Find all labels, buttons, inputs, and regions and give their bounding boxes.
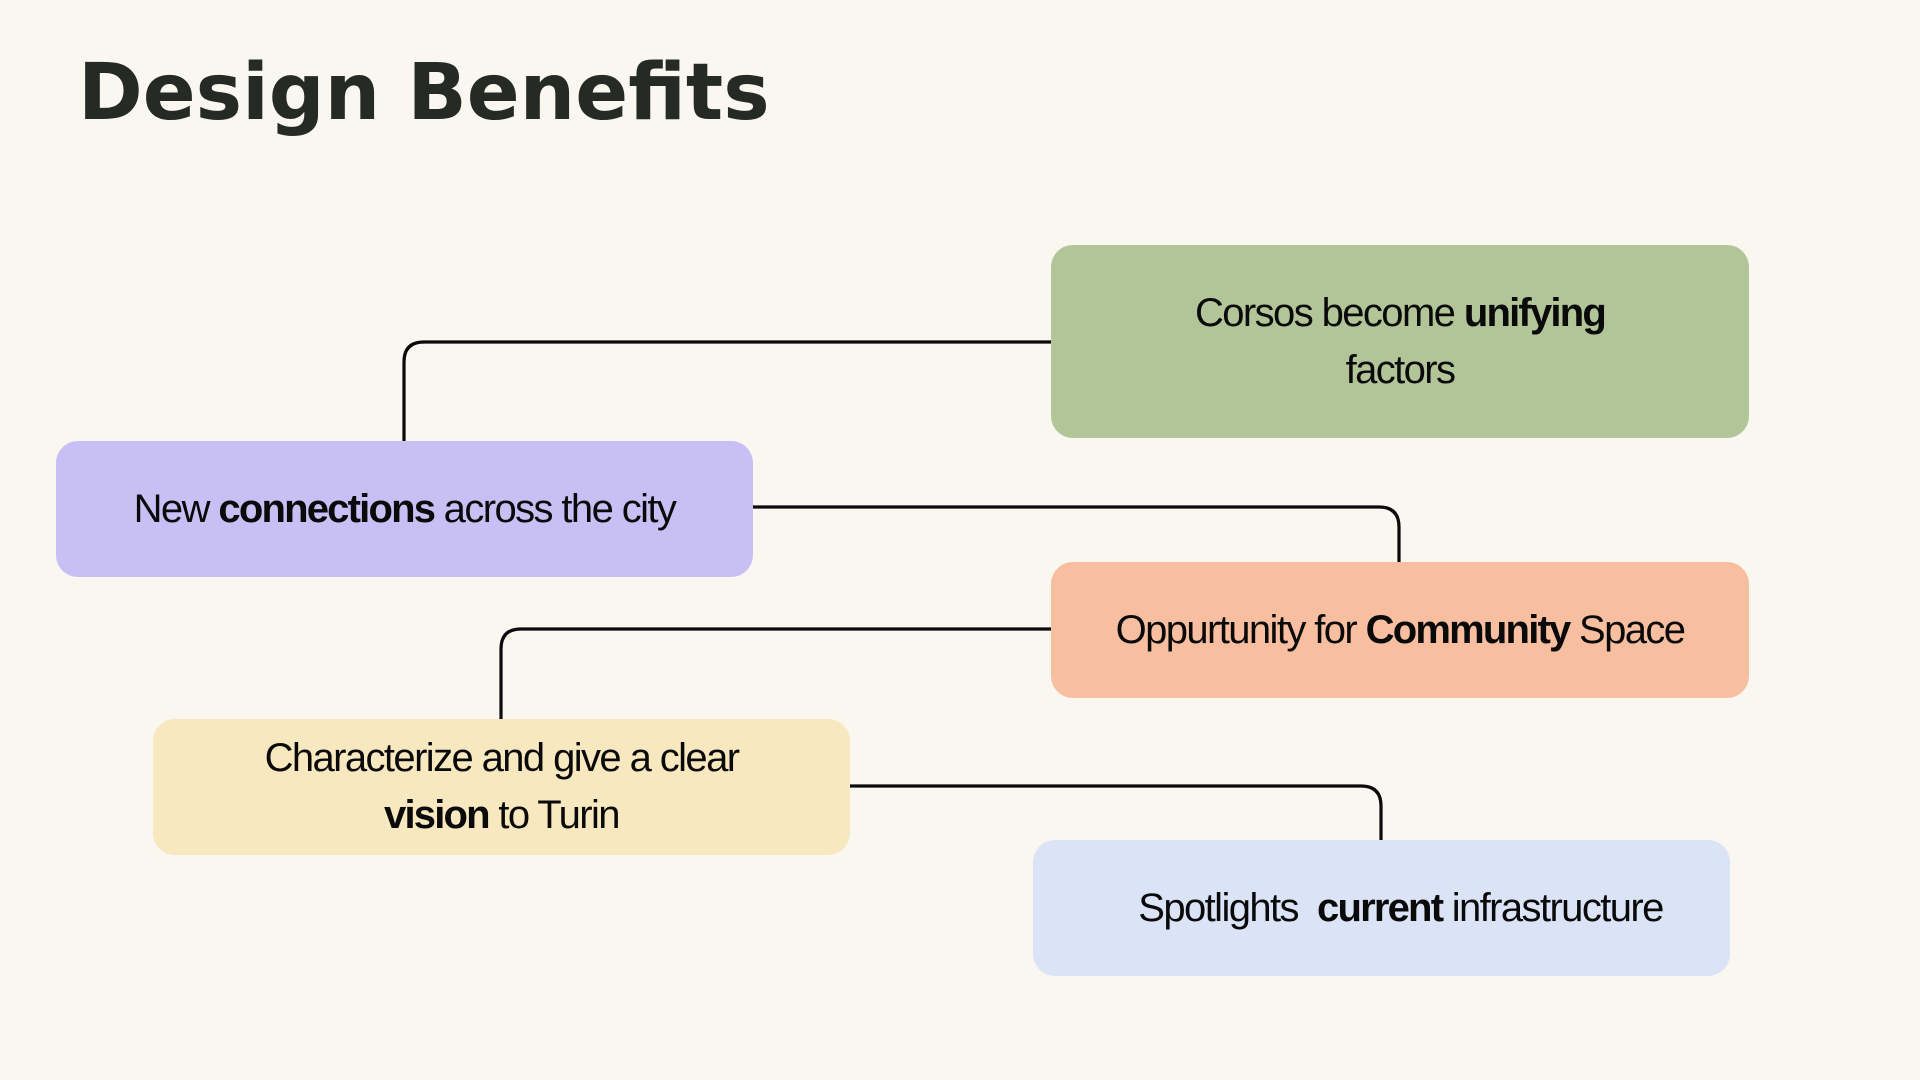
connector-vision-to-infrastructure [850,784,1383,840]
connector-connections-to-community [753,505,1401,562]
benefit-text-infrastructure: Spotlights current infrastructure [1100,823,1665,994]
connector-connections-to-unifying [402,340,1051,441]
text-regular: Oppurtunity for [1115,607,1366,652]
text-regular: factors [1345,347,1456,392]
text-regular: Spotlights [1138,885,1317,930]
benefit-box-infrastructure: Spotlights current infrastructure [1033,840,1730,976]
text-regular: New [133,486,219,531]
text-regular: across the city [434,486,677,531]
benefit-text-vision: Characterize and give a clear vision to … [264,730,740,844]
text-regular: Characterize and give a clear [264,736,740,780]
text-regular: infrastructure [1442,885,1665,930]
text-bold: Community [1365,607,1572,652]
text-regular: Corsos become [1195,290,1464,335]
benefit-box-unifying: Corsos become unifying factors [1051,245,1749,438]
benefit-box-vision: Characterize and give a clear vision to … [153,719,850,855]
benefit-box-community: Oppurtunity for Community Space [1051,562,1749,698]
connector-community-to-vision [499,627,1051,719]
benefit-text-unifying: Corsos become unifying factors [1195,285,1607,399]
text-regular: to Turin [488,793,620,837]
benefit-box-connections: New connections across the city [56,441,753,577]
benefit-text-community: Oppurtunity for Community Space [1115,602,1686,659]
benefit-text-connections: New connections across the city [133,481,677,538]
text-bold: current [1317,885,1444,930]
text-bold: unifying [1463,290,1607,335]
text-regular: Space [1569,607,1686,652]
page-title: Design Benefits [78,48,770,138]
text-bold: vision [384,793,491,837]
text-bold: connections [218,486,436,531]
